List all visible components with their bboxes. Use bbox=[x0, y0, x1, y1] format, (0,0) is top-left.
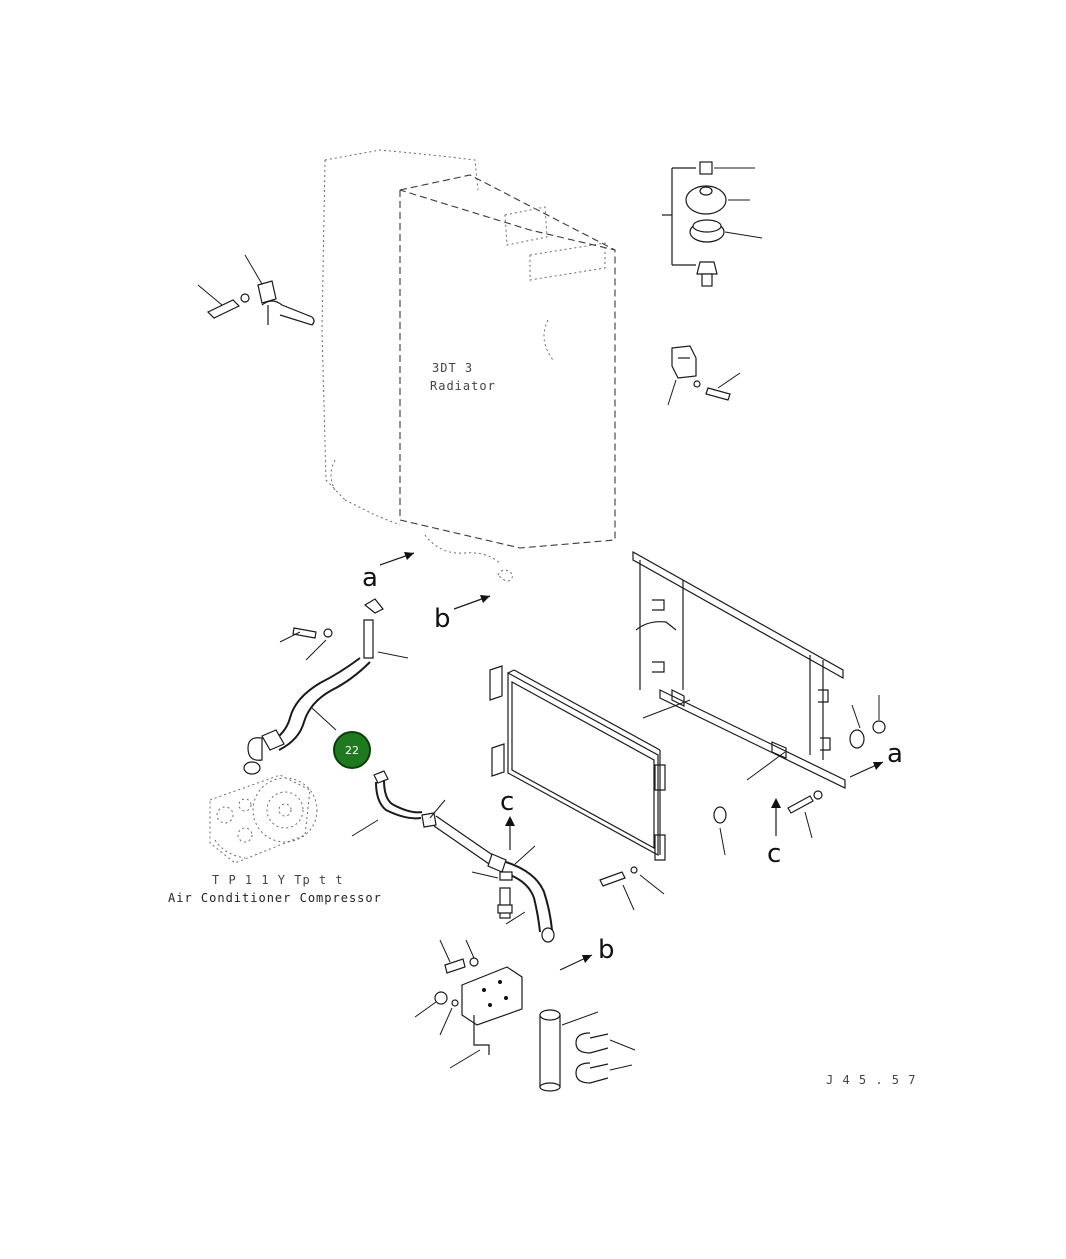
mount-stack bbox=[662, 161, 763, 287]
upper-left-bracket bbox=[197, 254, 315, 326]
callout-22[interactable]: 22 bbox=[333, 731, 371, 769]
upper-left-hose bbox=[243, 598, 409, 775]
radiator-outline: 3DT 3 Radiator bbox=[321, 149, 616, 582]
ac-compressor: T P 1 1 Y Tp t t Air Conditioner Compres… bbox=[168, 774, 382, 905]
compressor-label-line1: T P 1 1 Y Tp t t bbox=[212, 873, 344, 887]
view-marker-a-top: a bbox=[362, 552, 415, 593]
svg-text:a: a bbox=[887, 739, 903, 769]
hose-clip-bracket bbox=[667, 345, 741, 406]
callout-number: 22 bbox=[345, 744, 359, 757]
view-marker-b-bottom: b bbox=[559, 935, 615, 971]
radiator-label-line2: Radiator bbox=[430, 379, 496, 393]
condenser-frame bbox=[632, 550, 846, 789]
svg-text:b: b bbox=[434, 604, 451, 634]
svg-text:c: c bbox=[500, 787, 514, 817]
view-marker-c-right: c bbox=[767, 798, 781, 869]
drawing-code: J 4 5 . 5 7 bbox=[826, 1073, 916, 1087]
svg-text:a: a bbox=[362, 563, 378, 593]
receiver-bracket bbox=[414, 939, 523, 1069]
svg-text:b: b bbox=[598, 935, 615, 965]
condenser-core bbox=[489, 665, 666, 861]
lower-hose bbox=[351, 770, 555, 943]
svg-text:c: c bbox=[767, 839, 781, 869]
compressor-label-line2: Air Conditioner Compressor bbox=[168, 891, 382, 905]
right-fasteners bbox=[599, 695, 886, 911]
view-marker-c-left: c bbox=[500, 787, 515, 850]
radiator-label-line1: 3DT 3 bbox=[432, 361, 473, 375]
receiver-drier bbox=[539, 1009, 636, 1092]
view-marker-a-right: a bbox=[849, 739, 903, 778]
view-marker-b-top: b bbox=[434, 595, 491, 634]
